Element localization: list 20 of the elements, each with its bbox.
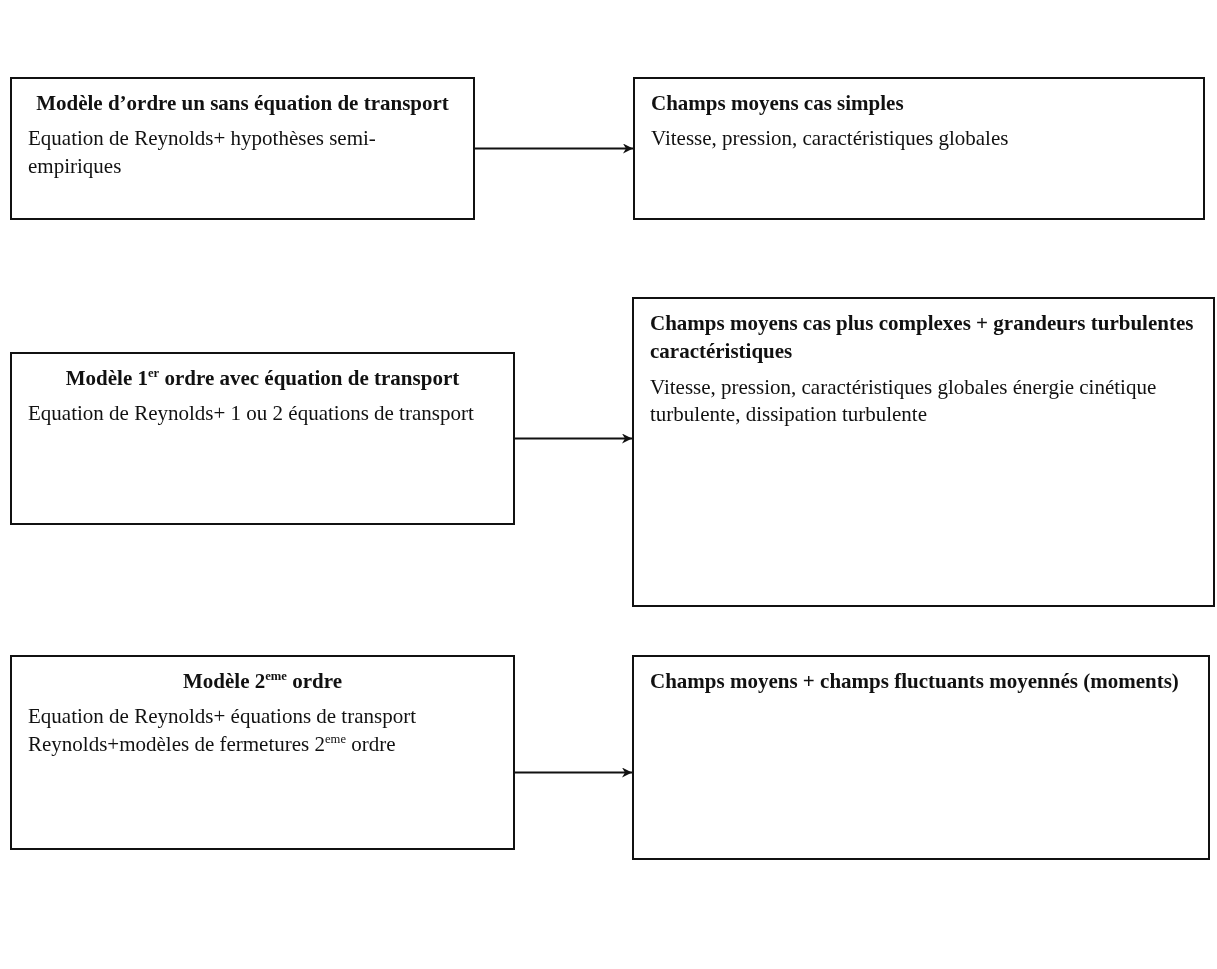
box-heading: Champs moyens + champs fluctuants moyennés (moments) <box>650 668 1180 695</box>
arrow <box>514 433 633 444</box>
text-box <box>633 77 1205 220</box>
box-heading: Champs moyens cas plus complexes + grandeurs turbulentes caractéristiques <box>650 310 1195 366</box>
box-text: Equation de Reynolds+ 1 ou 2 équations de transport <box>28 400 475 428</box>
text-box <box>10 352 515 525</box>
box-text: Vitesse, pression, caractéristiques globales <box>651 125 1010 153</box>
arrow <box>474 143 634 154</box>
text-box <box>632 655 1210 860</box>
box-heading: Modèle 1$^{er}$ ordre avec équation de transport <box>64 365 461 392</box>
box-text: Equation de Reynolds+ équations de transport Reynolds+modèles de fermetures 2$^{eme}$ ordre <box>28 703 418 758</box>
box-heading: Modèle d’ordre un sans équation de transport <box>35 90 450 117</box>
text-box <box>10 655 515 850</box>
box-heading: Champs moyens cas simples <box>651 90 905 117</box>
text-box <box>10 77 475 220</box>
box-text: Vitesse, pression, caractéristiques globales énergie cinétique turbulente, dissipation turbulente <box>650 373 1158 428</box>
box-text: Equation de Reynolds+ hypothèses semi- empiriques <box>28 125 377 180</box>
box-heading: Modèle 2$^{eme}$ ordre <box>182 668 343 695</box>
text-box <box>632 297 1215 607</box>
arrow <box>514 767 633 778</box>
